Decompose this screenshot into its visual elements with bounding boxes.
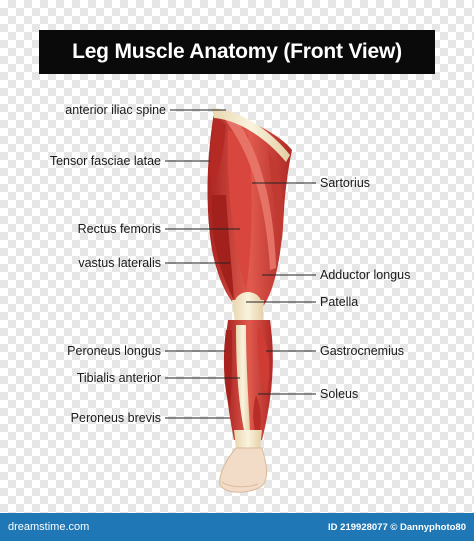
peroneus-longus-muscle xyxy=(223,330,232,410)
footer-credit: ID 219928077 © Dannyphoto80 xyxy=(328,521,466,533)
adductor-longus-muscle xyxy=(268,150,284,240)
iliac-crest xyxy=(212,108,290,162)
foot-shape xyxy=(219,447,268,493)
label-adductor-longus: Adductor longus xyxy=(320,268,411,282)
foot-toes xyxy=(221,481,259,488)
leader-lines xyxy=(165,109,316,419)
label-tensor-fasciae-latae: Tensor fasciae latae xyxy=(49,154,161,168)
label-vastus-lateralis: vastus lateralis xyxy=(78,256,161,270)
footer-brand: dreamstime.com xyxy=(8,521,90,533)
label-tibialis-anterior: Tibialis anterior xyxy=(76,371,161,385)
gastrocnemius-muscle xyxy=(257,325,270,395)
soleus-muscle xyxy=(253,395,261,440)
foot xyxy=(219,447,268,493)
page-title: Leg Muscle Anatomy (Front View) xyxy=(72,40,402,63)
title-bar: Leg Muscle Anatomy (Front View) xyxy=(39,30,435,74)
sartorius-muscle xyxy=(222,114,276,270)
tibialis-anterior-muscle xyxy=(236,325,250,430)
thigh-muscles xyxy=(207,108,292,310)
label-gastrocnemius: Gastrocnemius xyxy=(320,344,405,358)
vastus-lateralis-muscle xyxy=(211,195,234,300)
tensor-fasciae-latae-muscle xyxy=(209,118,226,190)
label-soleus: Soleus xyxy=(320,387,359,401)
label-sartorius: Sartorius xyxy=(320,176,371,190)
watermark-footer: dreamstime.com ID 219928077 © Dannyphoto… xyxy=(0,513,474,541)
ankle-tendon xyxy=(234,430,262,450)
label-patella: Patella xyxy=(320,295,359,309)
rectus-femoris-muscle xyxy=(227,130,252,290)
label-anterior-iliac-spine: anterior iliac spine xyxy=(65,103,166,117)
label-peroneus-longus: Peroneus longus xyxy=(67,344,161,358)
lower-leg-muscles xyxy=(223,320,273,450)
label-rectus-femoris: Rectus femoris xyxy=(77,222,161,236)
label-peroneus-brevis: Peroneus brevis xyxy=(70,411,161,425)
